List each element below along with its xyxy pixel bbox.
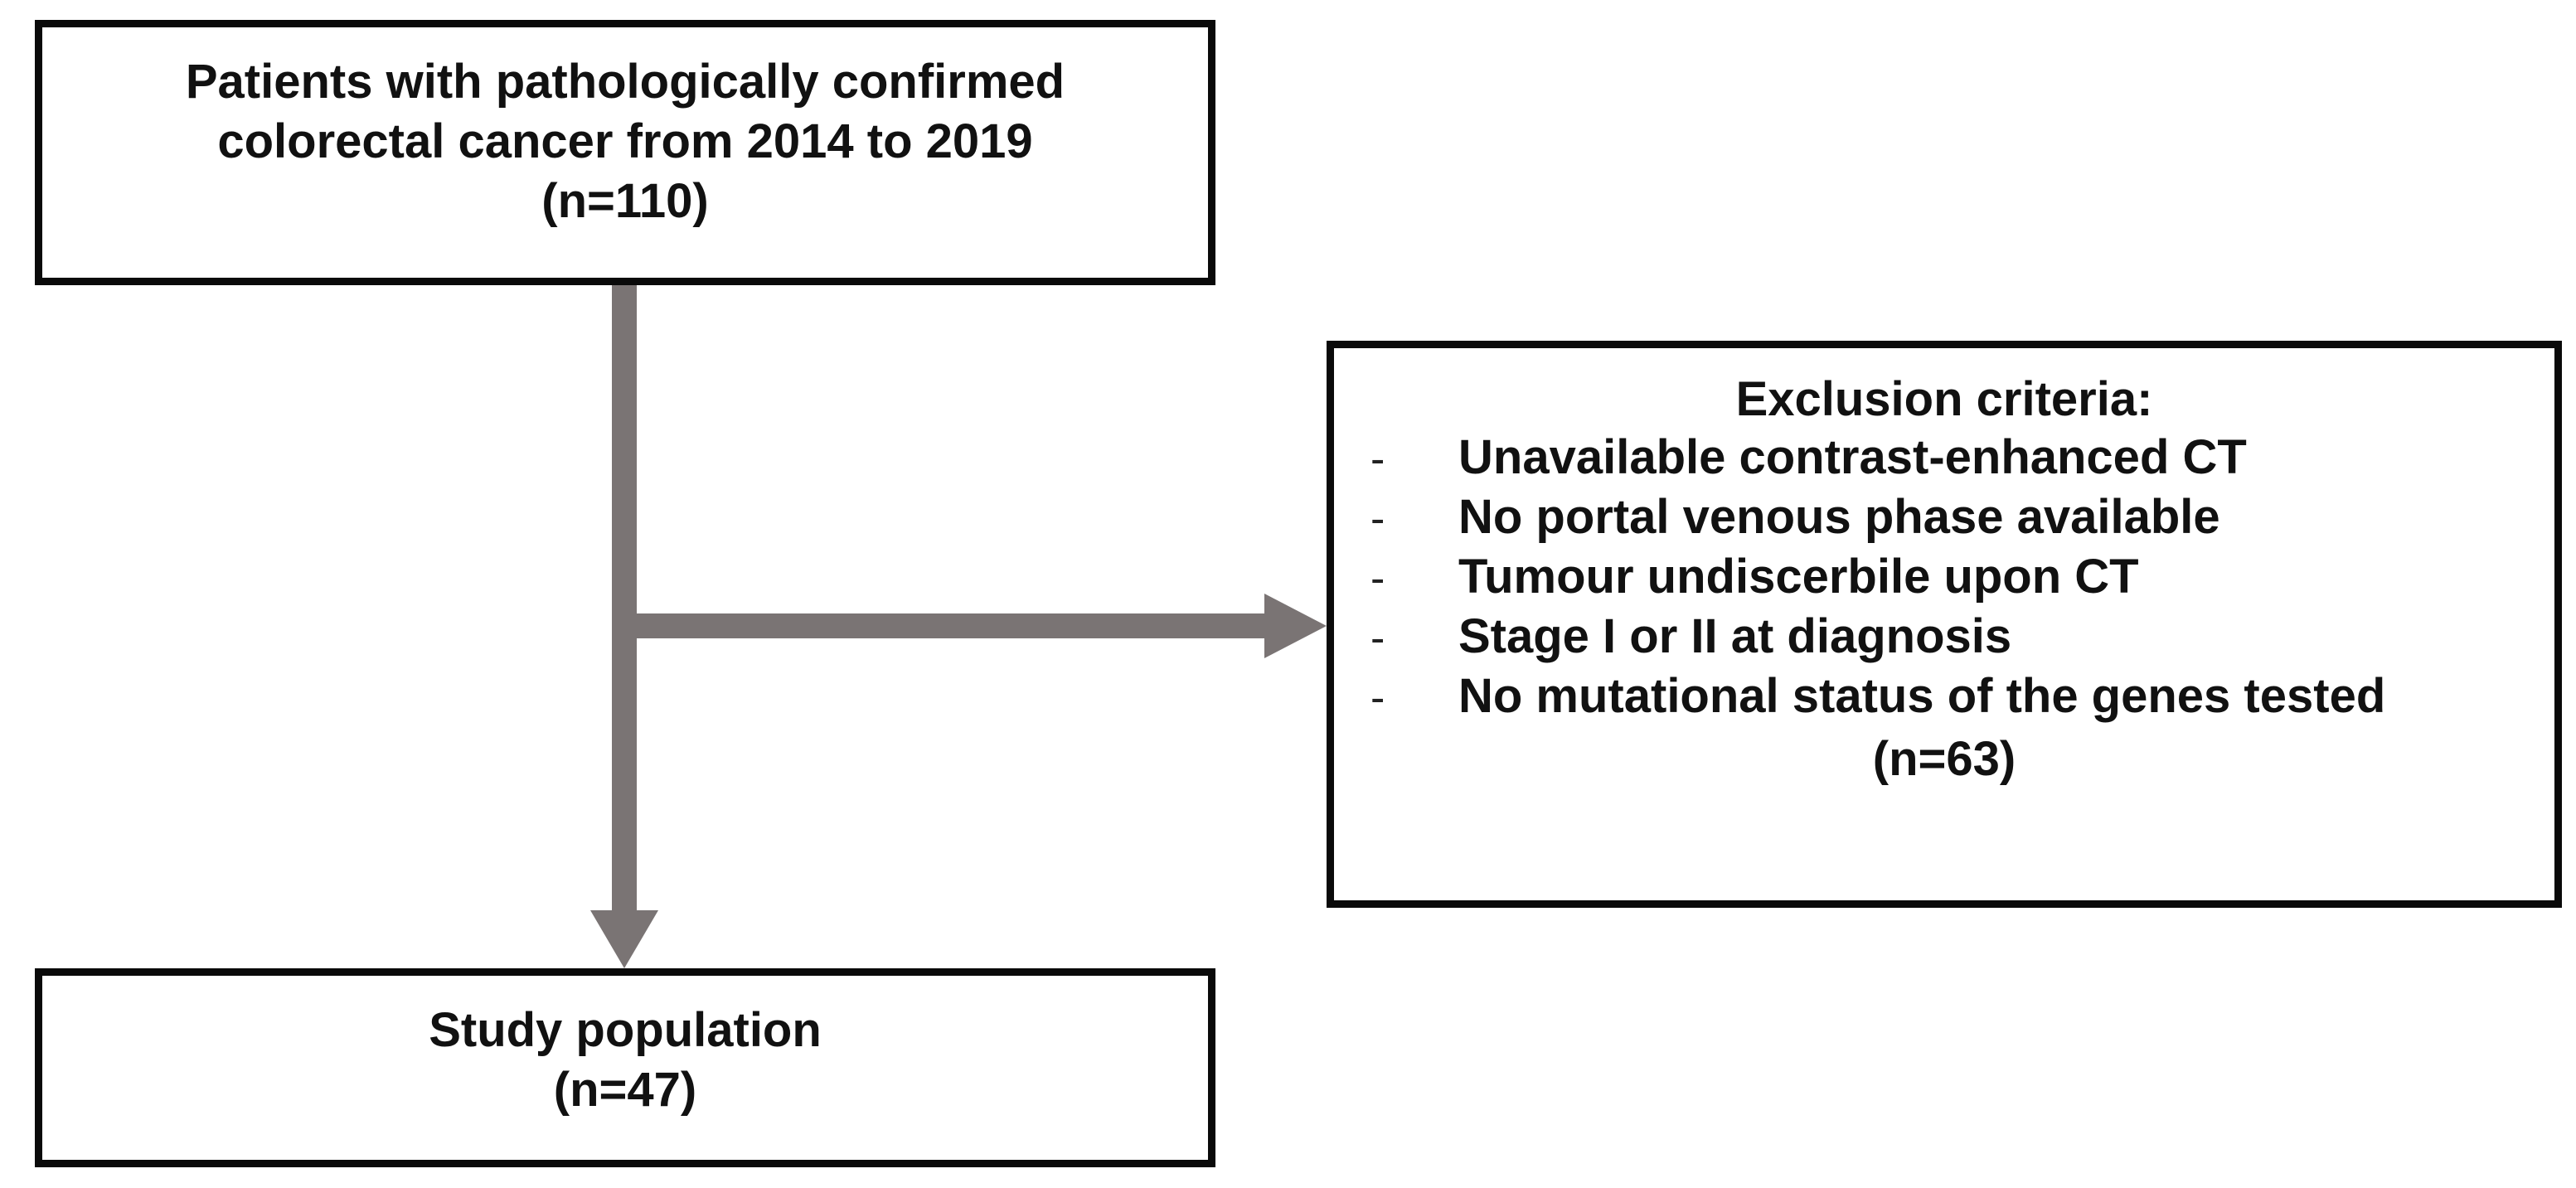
exclusion-criteria-box: Exclusion criteria: - Unavailable contra… [1327,341,2562,908]
right-arrowhead [1264,594,1327,658]
bullet-dash: - [1370,435,1385,483]
study-count: (n=47) [553,1063,697,1117]
exclusion-count: (n=63) [1872,732,2016,786]
study-population-box: Study population (n=47) [35,968,1215,1167]
list-item: - Tumour undiscerbile upon CT [1334,549,2554,609]
vertical-arrow-shaft [612,282,637,920]
horizontal-arrow-shaft [624,613,1271,638]
bullet-dash: - [1370,495,1385,543]
bullet-dash: - [1370,614,1385,662]
start-line-1: Patients with pathologically confirmed [185,55,1065,109]
criterion-text: Unavailable contrast-enhanced CT [1458,430,2247,484]
start-count: (n=110) [541,174,709,228]
study-label: Study population [429,1003,822,1057]
list-item: - Unavailable contrast-enhanced CT [1334,429,2554,489]
start-line-2: colorectal cancer from 2014 to 2019 [217,114,1033,168]
bullet-dash: - [1370,674,1385,722]
list-item: - No mutational status of the genes test… [1334,668,2554,728]
down-arrowhead [590,910,658,968]
list-item: - Stage I or II at diagnosis [1334,609,2554,668]
list-item: - No portal venous phase available [1334,489,2554,549]
criterion-text: No mutational status of the genes tested [1458,669,2386,723]
start-population-box: Patients with pathologically confirmed c… [35,20,1215,285]
exclusion-criteria-list: - Unavailable contrast-enhanced CT - No … [1334,429,2554,728]
criterion-text: Tumour undiscerbile upon CT [1458,550,2139,604]
exclusion-heading: Exclusion criteria: [1735,372,2153,426]
criterion-text: No portal venous phase available [1458,490,2220,544]
bullet-dash: - [1370,555,1385,603]
criterion-text: Stage I or II at diagnosis [1458,609,2012,663]
